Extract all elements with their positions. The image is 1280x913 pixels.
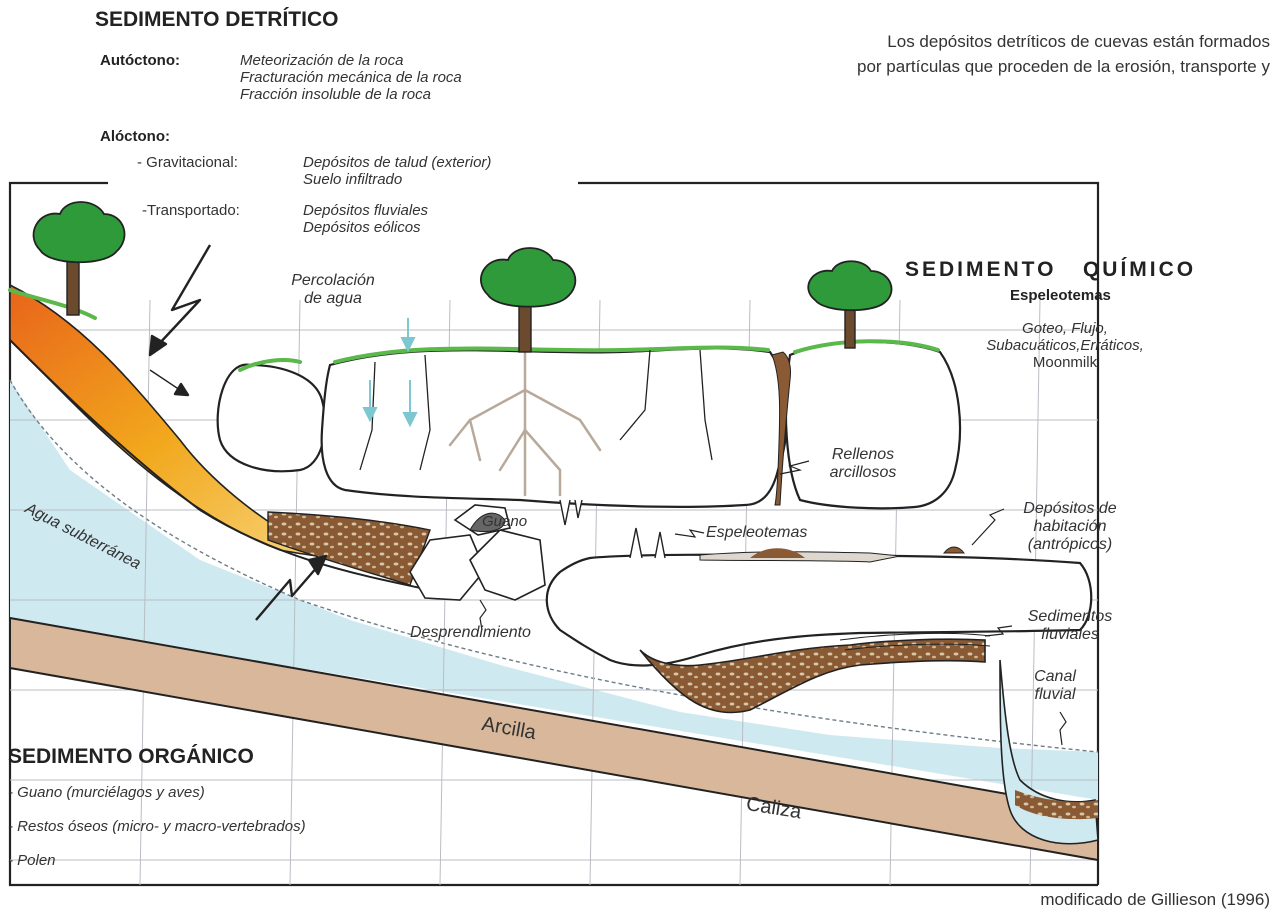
- tree-center: [481, 248, 575, 352]
- right-chamber: [786, 342, 960, 508]
- cave-chambers: [218, 342, 960, 508]
- gravitacional-item: Depósitos de talud (exterior): [303, 154, 491, 171]
- main-chamber: [322, 348, 787, 506]
- credit-text: modificado de Gillieson (1996): [1040, 890, 1270, 910]
- gravitacional-list: Depósitos de talud (exterior) Suelo infi…: [303, 154, 491, 188]
- label-rellenos: Rellenos arcillosos: [808, 446, 918, 482]
- organico-item: - Polen: [8, 852, 56, 869]
- hearth-deposit: [944, 547, 964, 553]
- autoctono-item: Fracción insoluble de la roca: [240, 86, 462, 103]
- quimico-item: Moonmilk: [975, 354, 1155, 371]
- organico-item: - Guano (murciélagos y aves): [8, 784, 205, 801]
- intro-text-line-2: por partículas que proceden de la erosió…: [857, 57, 1270, 77]
- gravitacional-item: Suelo infiltrado: [303, 171, 491, 188]
- label-canal-fluvial: Canal fluvial: [1020, 668, 1090, 704]
- aloctono-label: Alóctono:: [100, 128, 170, 145]
- speleothems: [560, 500, 665, 558]
- autoctono-item: Meteorización de la roca: [240, 52, 462, 69]
- floor-mound: [750, 548, 805, 558]
- label-depositos-habitacion: Depósitos de habitación (antrópicos): [1005, 500, 1135, 554]
- label-espeleotemas: Espeleotemas: [706, 524, 807, 542]
- quimico-subtitle: Espeleotemas: [1010, 287, 1111, 304]
- transportado-item: Depósitos eólicos: [303, 219, 428, 236]
- organico-item: - Restos óseos (micro- y macro-vertebrad…: [8, 818, 306, 835]
- gravitacional-label: - Gravitacional:: [137, 154, 238, 171]
- label-desprendimiento: Desprendimiento: [410, 624, 531, 642]
- tree-right: [808, 261, 891, 348]
- left-chamber: [218, 365, 325, 472]
- intro-text-line-1: Los depósitos detríticos de cuevas están…: [887, 32, 1270, 52]
- quimico-list: Goteo, Flujo, Subacuáticos,Erráticos, Mo…: [975, 320, 1155, 371]
- organico-title: SEDIMENTO ORGÁNICO: [8, 745, 254, 769]
- autoctono-item: Fracturación mecánica de la roca: [240, 69, 462, 86]
- detritico-title: SEDIMENTO DETRÍTICO: [95, 8, 338, 32]
- transportado-item: Depósitos fluviales: [303, 202, 428, 219]
- quimico-item: Goteo, Flujo,: [975, 320, 1155, 337]
- tree-left: [34, 202, 125, 315]
- autoctono-label: Autóctono:: [100, 52, 180, 69]
- transportado-list: Depósitos fluviales Depósitos eólicos: [303, 202, 428, 236]
- label-percolacion: Percolación de agua: [278, 272, 388, 308]
- quimico-title: SEDIMENTO QUÍMICO: [905, 258, 1196, 282]
- label-guano: Guano: [482, 513, 527, 530]
- entrance-sediment: [268, 512, 430, 585]
- label-sedimentos-fluviales: Sedimentos fluviales: [1010, 608, 1130, 644]
- transportado-label: -Transportado:: [142, 202, 240, 219]
- autoctono-list: Meteorización de la roca Fracturación me…: [240, 52, 462, 103]
- quimico-item: Subacuáticos,Erráticos,: [975, 337, 1155, 354]
